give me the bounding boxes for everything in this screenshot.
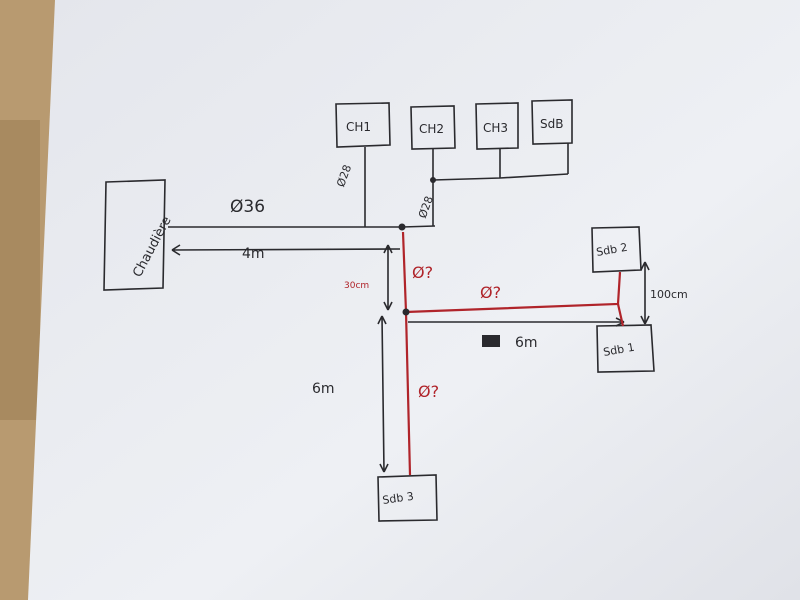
scribble-mark (482, 335, 500, 347)
branch-b-diameter-label: Ø? (480, 283, 501, 302)
bath2-label: Sdb 2 (595, 241, 628, 259)
sdb-label: SdB (540, 117, 563, 131)
junction-dot (402, 308, 410, 316)
ch2-label: CH2 (419, 122, 444, 136)
main-diameter-label: Ø36 (230, 197, 265, 217)
boiler-box (103, 179, 166, 291)
vertical-length-label: 6m (312, 381, 335, 397)
junction-dot (398, 223, 406, 231)
bath3-box (377, 474, 438, 522)
bath-spacing-label: 100cm (650, 288, 688, 301)
drop-length-label: 30cm (344, 281, 369, 291)
sdb-box (531, 99, 573, 145)
bath1-label: Sdb 1 (602, 341, 635, 359)
bath3-label: Sdb 3 (382, 490, 415, 507)
ch1-box (335, 102, 391, 148)
ch2-box (410, 105, 456, 150)
ch1-label: CH1 (346, 120, 371, 134)
bath1-box (596, 324, 655, 373)
horizontal-length-label: 6m (515, 335, 538, 351)
branch-c-diameter-label: Ø? (418, 382, 439, 401)
main-length-label: 4m (242, 246, 265, 262)
ink-lines (103, 99, 655, 522)
junction-dot (430, 177, 436, 183)
wood-grain (0, 120, 40, 420)
ch3-box (475, 102, 519, 150)
ch3-label: CH3 (483, 121, 508, 135)
branch-a-diameter-label: Ø? (412, 263, 433, 282)
paper-sheet (28, 0, 800, 600)
